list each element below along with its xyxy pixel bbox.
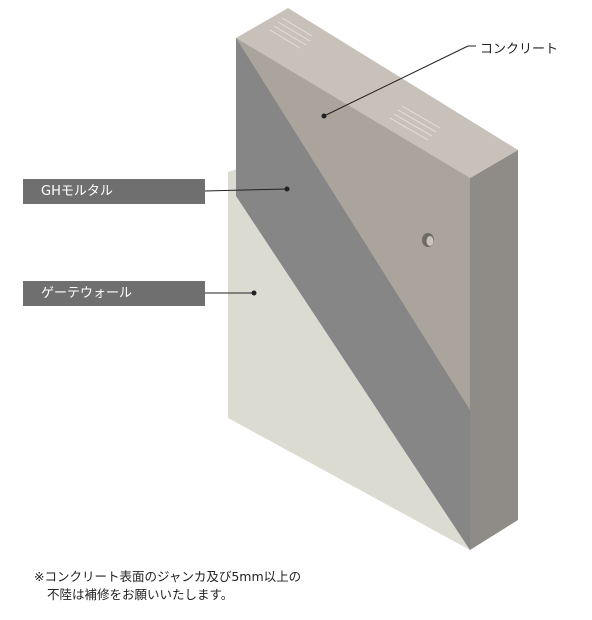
concrete-side-face xyxy=(470,150,518,550)
concrete-label: コンクリート xyxy=(480,42,559,57)
concrete-top-hatch xyxy=(269,17,441,141)
concrete-top-face xyxy=(236,8,518,178)
concrete-leader-line xyxy=(323,45,469,117)
gate-wall-label: ゲーテウォール xyxy=(23,281,205,306)
concrete-hole-highlight xyxy=(426,236,434,246)
gh-mortar-label: GHモルタル xyxy=(23,179,205,204)
mortar-leader-dot xyxy=(284,186,290,192)
mortar-leader-line xyxy=(204,188,288,192)
gh-mortar-band xyxy=(236,38,470,550)
footnote-line-1: ※コンクリート表面のジャンカ及び5mm以上の xyxy=(34,569,302,584)
gatewall-leader-dot xyxy=(251,290,257,296)
footnote-line-2: 不陸は補修をお願いいたします。 xyxy=(47,587,234,602)
footnote: ※コンクリート表面のジャンカ及び5mm以上の 不陸は補修をお願いいたします。 xyxy=(34,568,301,604)
concrete-leader-dot xyxy=(321,113,327,119)
